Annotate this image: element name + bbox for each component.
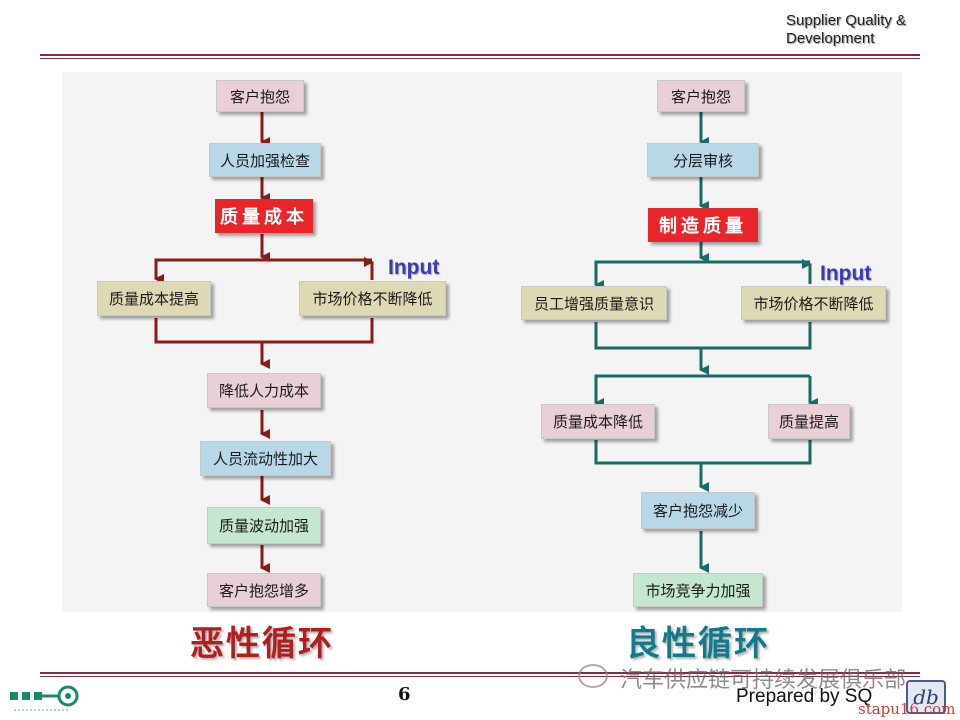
- right-node-cost-down: 质量成本降低: [541, 404, 655, 439]
- left-node-quality-cost: 质量成本: [215, 199, 313, 233]
- left-node-complaint: 客户抱怨: [216, 80, 304, 112]
- watermark-text: stapu16.com: [858, 700, 956, 718]
- right-merge-line-1: [594, 322, 812, 350]
- footer-brand: 汽车供应链可持续发展俱乐部: [620, 668, 907, 693]
- company-logo-icon: [10, 685, 79, 711]
- header-title: Supplier Quality & Development: [786, 12, 956, 48]
- bottom-rule: [40, 672, 920, 674]
- top-rule: [40, 54, 920, 56]
- right-node-competitiveness: 市场竞争力加强: [633, 573, 763, 607]
- right-split-line: [594, 260, 810, 284]
- left-node-inspection: 人员加强检查: [209, 143, 321, 177]
- left-title: 恶性循环: [190, 624, 334, 664]
- left-node-complaint-more: 客户抱怨增多: [207, 573, 321, 607]
- left-node-price-down: 市场价格不断降低: [299, 281, 446, 316]
- right-split-line-2: [594, 374, 810, 402]
- left-merge-line: [154, 318, 374, 344]
- right-input-label: Input: [820, 262, 872, 285]
- right-node-mfg-quality: 制造质量: [648, 208, 758, 242]
- right-node-quality-up: 质量提高: [768, 404, 850, 439]
- right-node-complaint-less: 客户抱怨减少: [641, 492, 755, 529]
- page-number: 6: [398, 684, 411, 705]
- sq-logo-icon: db: [906, 680, 946, 714]
- left-node-cost-up: 质量成本提高: [97, 281, 211, 316]
- left-node-fluctuation: 质量波动加强: [207, 507, 321, 544]
- top-rule-thin: [40, 58, 920, 59]
- wechat-icon: [578, 664, 608, 688]
- prepared-by: Prepared by SQ: [736, 686, 873, 707]
- bottom-rule-thin: [40, 676, 920, 677]
- header-line-2: Development: [786, 30, 875, 47]
- right-title: 良性循环: [626, 624, 770, 664]
- right-node-price-down: 市场价格不断降低: [741, 286, 886, 320]
- right-node-complaint: 客户抱怨: [657, 80, 745, 112]
- left-input-label: Input: [388, 256, 440, 279]
- right-node-awareness: 员工增强质量意识: [521, 286, 667, 320]
- right-merge-line-2: [594, 440, 812, 465]
- left-node-labor-cut: 降低人力成本: [207, 373, 321, 408]
- left-split-line: [154, 258, 372, 278]
- header-line-1: Supplier Quality &: [786, 12, 907, 29]
- left-node-turnover: 人员流动性加大: [200, 441, 331, 476]
- right-node-audit: 分层审核: [647, 143, 759, 177]
